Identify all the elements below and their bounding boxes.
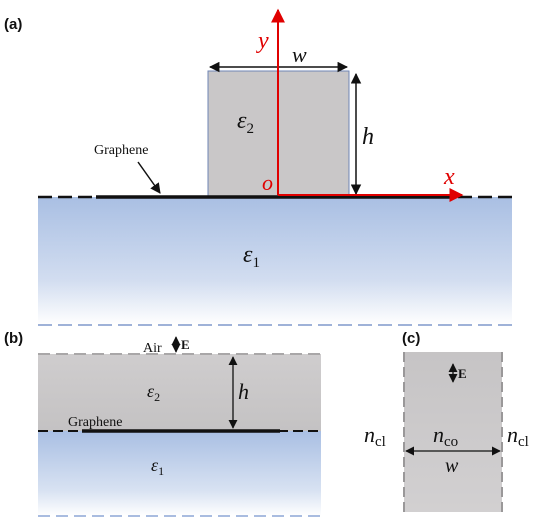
graphene-pointer-a <box>137 161 161 194</box>
panel-a-label: (a) <box>4 16 22 33</box>
panel-b-label: (b) <box>4 330 23 347</box>
n-left-c: ncl <box>364 422 386 450</box>
y-axis-label-a: y <box>256 28 269 54</box>
panel-c: (c) E ncl nco ncl w <box>364 330 529 512</box>
panel-a: (a) Graphene w h ε2 ε1 y x o <box>4 8 512 326</box>
upper-slab-b <box>38 354 321 431</box>
field-label-b: E <box>181 337 190 352</box>
width-label-a: w <box>292 42 307 67</box>
height-label-b: h <box>238 379 249 404</box>
air-label-b: Air <box>143 341 162 356</box>
eps1-symbol-a: ε1 <box>243 242 260 271</box>
eps2-symbol-b: ε2 <box>147 381 160 404</box>
width-label-c: w <box>445 455 459 477</box>
substrate-a <box>38 197 512 325</box>
graphene-label-b: Graphene <box>68 415 122 430</box>
field-label-c: E <box>458 366 467 381</box>
panel-b: (b) Air E Graphene h ε2 ε1 <box>4 330 321 517</box>
graphene-label-a: Graphene <box>94 143 148 158</box>
eps2-symbol-a: ε2 <box>237 108 254 137</box>
origin-label-a: o <box>262 170 273 195</box>
x-axis-label-a: x <box>443 164 455 190</box>
n-core-c: nco <box>433 422 458 450</box>
panel-c-label: (c) <box>402 330 420 347</box>
n-right-c: ncl <box>507 422 529 450</box>
lower-slab-b <box>38 431 321 516</box>
eps1-symbol-b: ε1 <box>151 455 164 478</box>
height-label-a: h <box>362 124 374 150</box>
